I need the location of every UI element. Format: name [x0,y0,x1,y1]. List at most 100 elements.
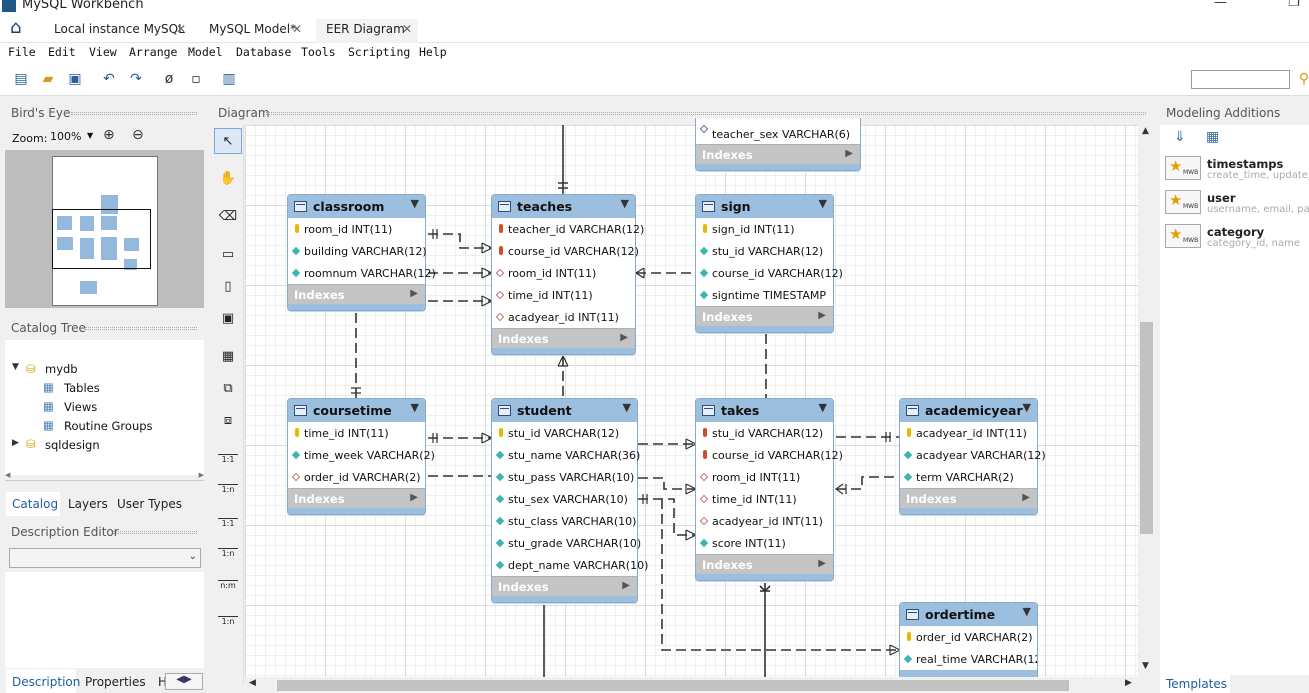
column-row[interactable]: time_id INT(11) [288,422,425,444]
description-area[interactable] [5,572,204,668]
indexes-section[interactable]: Indexes▶ [492,576,637,596]
close-icon[interactable]: ✕ [175,22,186,36]
tab-properties[interactable]: Properties [85,675,146,689]
chevron-right-icon[interactable]: ▶ [818,310,826,321]
relationship-n-m-tool[interactable]: n:m [214,580,242,590]
tab-templates[interactable]: Templates [1160,674,1230,693]
column-row[interactable]: order_id VARCHAR(2) [288,466,425,488]
new-model-icon[interactable]: ▤ [14,71,28,87]
zoom-select[interactable]: 100% [50,130,82,143]
column-row[interactable]: acadyear VARCHAR(12) [900,444,1046,466]
indexes-section[interactable]: Indexes▶ [288,488,425,508]
menu-edit[interactable]: Edit [48,45,76,59]
collapse-icon[interactable]: ▼ [410,401,419,414]
column-row[interactable]: stu_pass VARCHAR(10) [492,466,637,488]
undo-icon[interactable]: ↶ [103,71,115,87]
routine-tool-icon[interactable]: ⧈ [223,413,233,428]
hand-tool-icon[interactable]: ✋ [219,171,237,186]
column-row[interactable]: roomnum VARCHAR(12) [288,262,436,284]
open-model-icon[interactable]: ▰ [42,71,54,87]
menu-help[interactable]: Help [419,45,447,59]
column-row[interactable]: acadyear_id INT(11) [696,510,833,532]
table-header[interactable]: academicyear▼ [900,399,1037,422]
column-row[interactable]: room_id INT(11) [696,466,833,488]
column-row[interactable]: teacher_id VARCHAR(12) [492,218,644,240]
column-row[interactable]: stu_class VARCHAR(10) [492,510,637,532]
tree-item-sqldesign[interactable]: sqldesign [45,438,100,452]
close-icon[interactable]: ✕ [291,22,302,36]
menu-view[interactable]: View [89,45,117,59]
table-header[interactable]: student▼ [492,399,637,422]
table-teacher[interactable]: teacher_sex VARCHAR(6) Indexes▶ [695,118,861,171]
column-row[interactable]: course_id VARCHAR(12) [696,444,843,466]
collapse-icon[interactable]: ▼ [818,401,827,414]
chevron-right-icon[interactable]: ▶ [620,332,628,343]
table-header[interactable]: ordertime▼ [900,603,1037,626]
snippet-category[interactable]: category category_id, name [1165,222,1309,252]
column-row[interactable]: room_id INT(11) [288,218,425,240]
close-icon[interactable]: ✕ [401,22,412,36]
tree-item-views[interactable]: Views [64,400,98,414]
table-header[interactable]: sign▼ [696,195,833,218]
column-row[interactable]: course_id VARCHAR(12) [492,240,639,262]
column-row[interactable]: dept_name VARCHAR(10) [492,554,648,576]
tab-layers[interactable]: Layers [68,497,108,511]
table-coursetime[interactable]: coursetime▼ time_id INT(11) time_week VA… [287,398,435,515]
eraser-tool-icon[interactable]: ⌫ [218,209,238,224]
column-row[interactable]: stu_grade VARCHAR(10) [492,532,641,554]
column-row[interactable]: signtime TIMESTAMP [696,284,833,306]
tab-scroll-arrows[interactable]: ◀▶ [165,673,203,690]
tab-description[interactable]: Description [6,669,80,693]
relationship-1-1-id-tool[interactable]: 1:1 [214,518,242,528]
snippet-timestamps[interactable]: timestamps create_time, update_time [1165,154,1309,184]
table-teaches[interactable]: teaches▼ teacher_id VARCHAR(12) course_i… [491,194,644,355]
snippet-import-icon[interactable]: ⇓ [1174,129,1186,145]
column-row[interactable]: acadyear_id INT(11) [492,306,635,328]
tree-item-tables[interactable]: Tables [64,381,100,395]
home-icon[interactable]: ⌂ [10,17,22,38]
column-row[interactable]: sign_id INT(11) [696,218,833,240]
menu-model[interactable]: Model [188,45,223,59]
menu-file[interactable]: File [8,45,36,59]
column-row[interactable]: term VARCHAR(2) [900,466,1037,488]
indexes-section[interactable]: Indexes▶ [900,488,1037,508]
column-row[interactable]: room_id INT(11) [492,262,635,284]
diagram-vertical-scrollbar[interactable]: ▲ ▼ [1138,125,1155,677]
column-row[interactable]: time_week VARCHAR(2) [288,444,435,466]
tab-catalog[interactable]: Catalog [6,492,60,516]
restore-icon[interactable]: ❐ [1288,0,1300,10]
table-header[interactable]: classroom▼ [288,195,425,218]
snippet-user[interactable]: user username, email, password [1165,188,1309,218]
chevron-right-icon[interactable]: ▶ [410,288,418,299]
chevron-right-icon[interactable]: ▶ [1022,492,1030,503]
collapse-icon[interactable]: ▼ [622,401,631,414]
image-tool-icon[interactable]: ▣ [221,311,235,326]
expand-icon[interactable]: ▶ [12,438,19,448]
indexes-section[interactable]: Indexes▶ [288,284,425,304]
tab-history[interactable]: H [158,675,168,689]
table-takes[interactable]: takes▼ stu_id VARCHAR(12) course_id VARC… [695,398,843,581]
indexes-section[interactable]: Indexes▶ [696,144,860,164]
tab-eer-diagram[interactable]: EER Diagram✕ [316,19,418,43]
column-row[interactable]: course_id VARCHAR(12) [696,262,843,284]
new-diagram-icon[interactable]: ▥ [222,71,236,87]
column-row[interactable]: stu_id VARCHAR(12) [492,422,637,444]
relationship-1-n-tool[interactable]: 1:n [214,484,242,494]
note-tool-icon[interactable]: ▯ [224,279,232,294]
column-row[interactable]: real_time VARCHAR(12) [900,648,1037,670]
indexes-section[interactable]: Indexes▶ [696,554,833,574]
search-input[interactable] [1191,70,1290,89]
column-row[interactable]: time_id INT(11) [492,284,635,306]
chevron-right-icon[interactable]: ▶ [410,492,418,503]
column-row[interactable]: stu_sex VARCHAR(10) [492,488,637,510]
view-tool-icon[interactable]: ⧉ [223,381,233,396]
relationship-existing-tool[interactable]: 1:n [214,616,242,626]
menu-arrange[interactable]: Arrange [129,45,178,59]
minimize-icon[interactable]: — [1214,0,1227,10]
layer-tool-icon[interactable]: ▭ [221,247,235,262]
tab-local-instance[interactable]: Local instance MySQL✕ [54,19,186,43]
chevron-down-icon[interactable]: ⌄ [188,551,197,562]
collapse-icon[interactable]: ▼ [1022,401,1031,414]
column-row[interactable]: stu_name VARCHAR(36) [492,444,640,466]
table-header[interactable]: takes▼ [696,399,833,422]
